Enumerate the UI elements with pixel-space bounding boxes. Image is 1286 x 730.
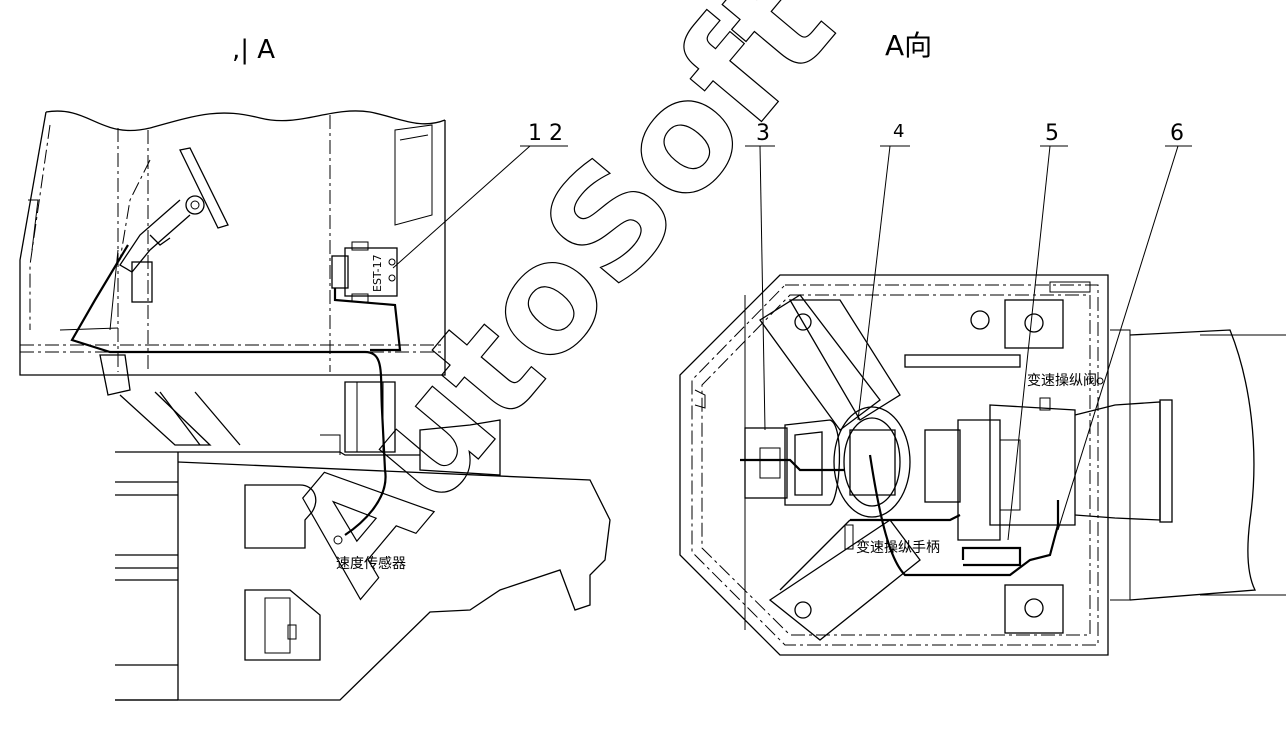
watermark: AutoSoft (254, 0, 867, 623)
floor-struts (759, 294, 990, 641)
callout-3: 3 (745, 121, 775, 431)
seat-console (740, 419, 845, 506)
chassis-frame (115, 419, 611, 701)
shift-handle-label: 变速操纵手柄 (856, 540, 940, 556)
cab-body (19, 110, 446, 376)
left-view-title: ,| A (232, 35, 275, 65)
callout-1-2-number: 1 2 (528, 121, 563, 146)
speed-sensor-label: 速度传感器 (336, 555, 406, 572)
controller-tag: EST-17 (371, 254, 384, 292)
callout-4-number: 4 (893, 121, 904, 142)
left-side-view: ,| A (19, 35, 611, 701)
callout-4: 4 (857, 121, 910, 421)
shift-valve-point (1096, 377, 1104, 385)
right-view-title: A向 (885, 29, 932, 62)
callout-5: 5 (1007, 121, 1068, 541)
left-wiring-harness (70, 244, 387, 536)
callout-1-2: 1 2 (392, 121, 568, 269)
steering-wheel (833, 406, 911, 518)
steering-column (109, 147, 229, 331)
mount-blocks (1004, 281, 1091, 634)
callout-6: 6 (1057, 121, 1192, 531)
speed-sensor (333, 535, 343, 545)
callout-3-number: 3 (756, 121, 770, 146)
callout-6-number: 6 (1170, 121, 1184, 146)
cab-mount (99, 354, 396, 453)
right-wiring-harness (868, 454, 1060, 577)
shift-handle-marker (844, 524, 854, 550)
controller-box: EST-17 (331, 241, 398, 303)
shift-valve-label: 变速操纵阀 (1027, 373, 1097, 389)
cab-floor-outline (679, 274, 1109, 656)
callout-5-number: 5 (1045, 121, 1059, 146)
right-view-a: A向 (679, 29, 1286, 656)
